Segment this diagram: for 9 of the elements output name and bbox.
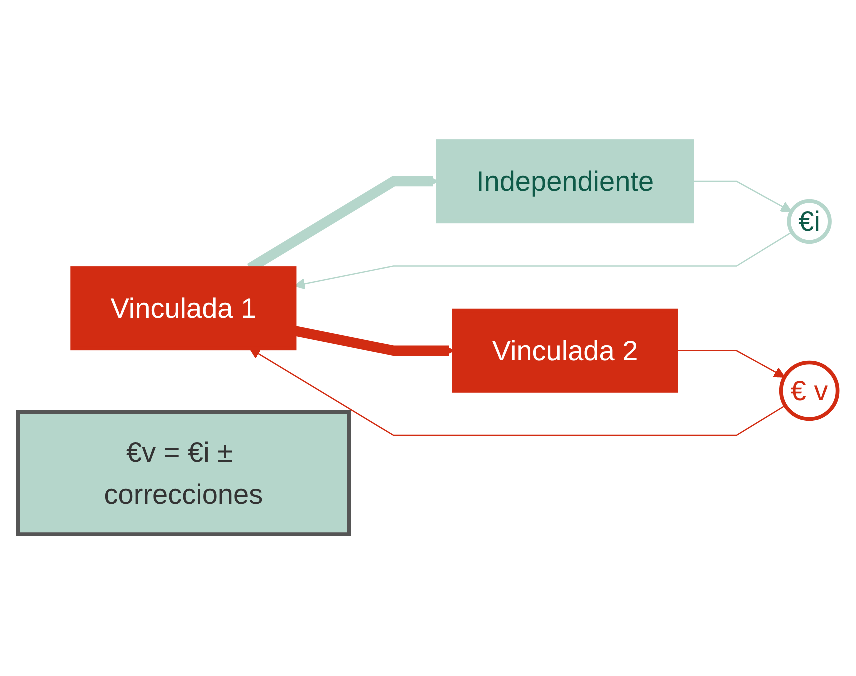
node-box: Vinculada 1 bbox=[70, 266, 297, 351]
arrow bbox=[692, 180, 792, 212]
arrow bbox=[250, 348, 786, 436]
node-circle: € v bbox=[779, 360, 840, 422]
node-circle: €i bbox=[787, 199, 832, 244]
node-box: Independiente bbox=[436, 140, 694, 224]
arrow bbox=[676, 350, 786, 378]
node-box: €v = €i ± correcciones bbox=[16, 410, 352, 536]
node-box: Vinculada 2 bbox=[452, 308, 678, 393]
